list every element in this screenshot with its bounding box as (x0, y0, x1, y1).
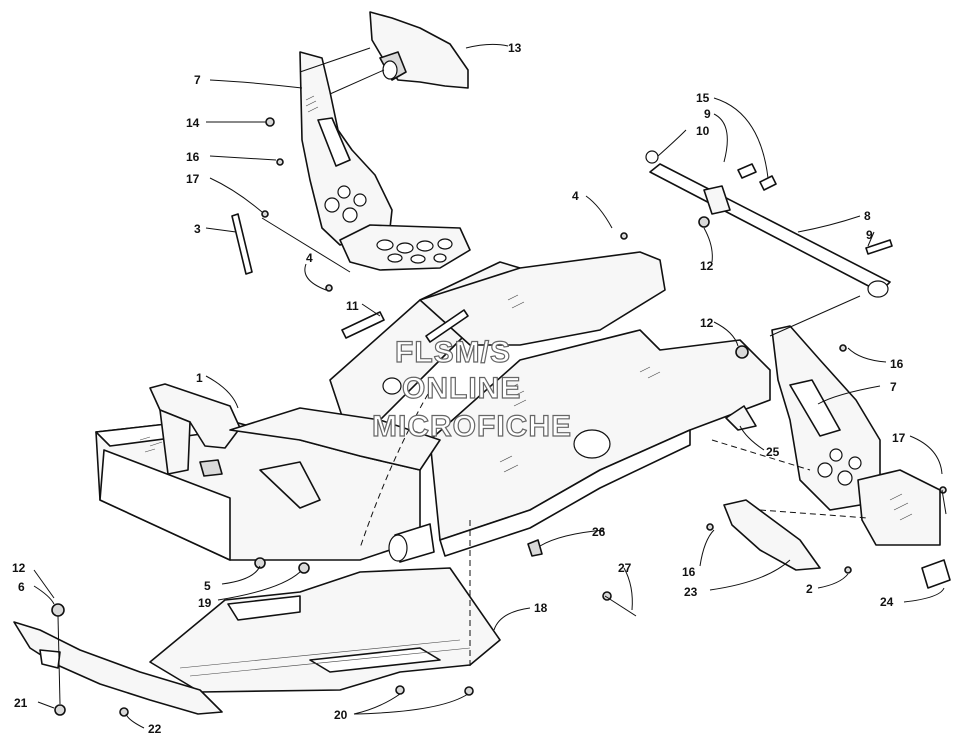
callout-17-left: 17 (186, 172, 200, 186)
callout-8: 8 (864, 209, 871, 223)
callout-9-right: 9 (866, 228, 873, 242)
callout-12-mid: 12 (700, 316, 714, 330)
callout-18: 18 (534, 601, 548, 615)
callout-1: 1 (196, 371, 203, 385)
steering-cover (369, 11, 469, 89)
callout-16-right: 16 (890, 357, 904, 371)
callout-16-bottom: 16 (682, 565, 696, 579)
callout-13: 13 (508, 41, 522, 55)
callout-25: 25 (766, 445, 780, 459)
plate-24 (921, 559, 951, 589)
callout-7-right: 7 (890, 380, 897, 394)
watermark: FLSM/S ONLINE MICROFICHE (371, 335, 572, 443)
callout-12-bottom: 12 (12, 561, 26, 575)
callout-5: 5 (204, 579, 211, 593)
callout-9-top: 9 (704, 107, 711, 121)
watermark-line-1: FLSM/S (395, 336, 511, 369)
callouts: 13 7 14 16 17 3 15 9 10 4 8 9 12 4 11 12… (12, 41, 906, 736)
callout-21: 21 (14, 696, 28, 710)
footrest-plate-left (339, 224, 471, 271)
callout-26: 26 (592, 525, 606, 539)
bracket-25 (725, 405, 757, 431)
reinforcement-plates (341, 309, 469, 343)
callout-11: 11 (346, 299, 359, 313)
callout-7-left: 7 (194, 73, 201, 87)
belly-pan (149, 567, 501, 693)
callout-10: 10 (696, 124, 710, 138)
callout-15: 15 (696, 91, 710, 105)
callout-22: 22 (148, 722, 162, 736)
callout-17-right: 17 (892, 431, 906, 445)
callout-19: 19 (198, 596, 212, 610)
bracket-23 (723, 499, 821, 571)
main-frame (95, 251, 771, 563)
callout-6: 6 (18, 580, 25, 594)
leader-lines (33, 43, 945, 729)
steering-support-right (771, 325, 941, 546)
watermark-line-3: MICROFICHE (372, 410, 572, 443)
front-bumper (13, 621, 223, 715)
callout-24: 24 (880, 595, 894, 609)
steering-post (645, 150, 893, 298)
steering-support-left (299, 51, 393, 246)
callout-4-mid: 4 (306, 251, 313, 265)
callout-14: 14 (186, 116, 200, 130)
callout-4-top: 4 (572, 189, 579, 203)
callout-12-top: 12 (700, 259, 714, 273)
rod-3 (231, 213, 253, 275)
callout-2: 2 (806, 582, 813, 596)
callout-27: 27 (618, 561, 632, 575)
watermark-line-2: ONLINE (402, 372, 521, 405)
callout-3: 3 (194, 222, 201, 236)
callout-16-left: 16 (186, 150, 200, 164)
callout-20: 20 (334, 708, 348, 722)
callout-23: 23 (684, 585, 698, 599)
hardware (51, 117, 947, 717)
